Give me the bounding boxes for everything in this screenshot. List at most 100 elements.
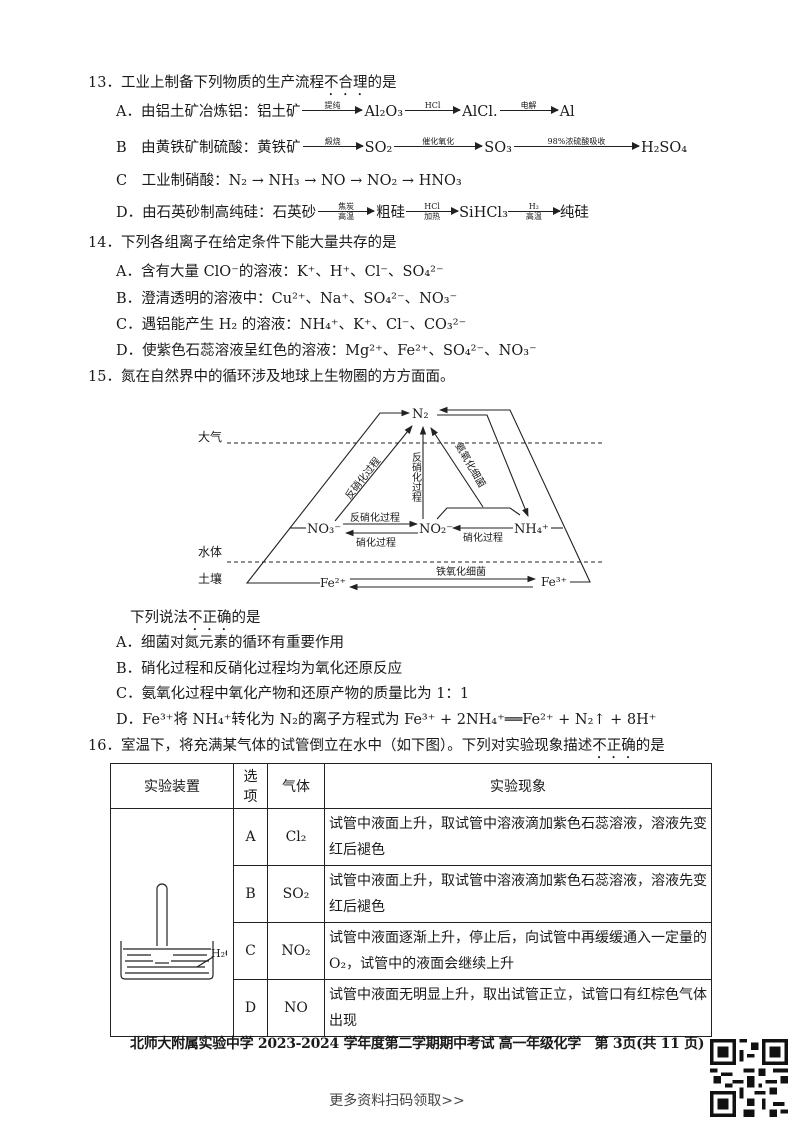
outer-right-arrow [438,406,591,583]
reaction-arrow: 98%浓硫酸吸收 [513,136,640,156]
qr-code[interactable] [710,1038,788,1118]
q16-emphasis: 不正确 [592,738,636,754]
q13-option-b: B 由黄铁矿制硫酸： 黄铁矿 煅烧 SO₂ 催化氧化 SO₃ 98%浓硫酸吸收 … [116,136,688,158]
reaction-arrow: HCl [405,100,462,120]
q13-stem: 13．工业上制备下列物质的生产流程不合理的是 [88,73,396,99]
label-nitrification-left: 硝化过程 [356,536,396,549]
species: 纯硅 [559,205,589,221]
q14-option-c: C．遇铝能产生 H₂ 的溶液：NH₄⁺、K⁺、Cl⁻、CO₃²⁻ [116,317,467,333]
no3-to-n2-arrow [334,425,413,522]
label-nitrification-right: 硝化过程 [463,531,503,544]
table-row: B SO₂ 试管中液面上升，取试管中溶液滴加紫色石蕊溶液，溶液先变红后褪色 [111,865,712,923]
species-n2: N₂ [412,407,429,422]
q13-option-a: A．由铝土矿冶炼铝： 铝土矿 提纯 Al₂O₃ HCl AlCl. 电解 Al [116,100,575,122]
arrow-condition: 焦炭 [338,201,355,211]
row-option: A [233,808,268,866]
q15-option-d: D．Fe³⁺将 NH₄⁺转化为 N₂的离子方程式为 Fe³⁺ + 2NH₄⁺══… [116,712,657,728]
species: 黄铁矿 [257,140,301,156]
row-phenomenon: 试管中液面无明显上升，取出试管正立，试管口有红棕色气体出现 [324,979,712,1037]
q15-option-a: A．细菌对氮元素的循环有重要作用 [116,635,344,651]
header-apparatus: 实验装置 [110,763,234,809]
q14-stem: 14．下列各组离子在给定条件下能大量共存的是 [88,235,397,251]
table-header-row: 实验装置 选项 气体 实验现象 [110,763,712,809]
species: SO₃ [484,140,512,156]
arrow-condition: 催化氧化 [422,136,455,146]
species: 石英砂 [272,205,317,221]
row-gas: Cl₂ [267,808,325,866]
sub-stem-end: 的是 [231,610,261,626]
label-denitrification-diagonal: 反硝化过程 [342,454,383,501]
row-option: B [233,865,268,923]
test-tube [156,882,168,946]
row-option: C [233,922,268,980]
label-denitrification-vertical: 反硝化过程 [410,452,422,502]
table-row: D NO 试管中液面无明显上升，取出试管正立，试管口有红棕色气体出现 [111,979,712,1037]
species-no2: NO₂⁻ [419,522,453,537]
label-soil: 土壤 [198,571,222,586]
page-footer: 北师大附属实验中学 2023-2024 学年度第二学期期中考试 高一年级化学 第… [130,1036,705,1052]
outer-left-arrow [245,409,411,584]
sub-stem-text: 下列说法 [130,610,188,626]
reaction-arrow: 电解 [499,100,559,120]
row-gas: NO₂ [267,922,325,980]
table-row: H₂O A Cl₂ 试管中液面上升，取试管中溶液滴加紫色石蕊溶液，溶液先变红后褪… [110,808,712,1037]
arrow-condition: 98%浓硫酸吸收 [547,136,606,146]
arrow-condition: HCl [424,201,440,211]
arrow-condition: 高温 [338,211,355,221]
q16-stem-text: 16．室温下，将充满某气体的试管倒立在水中（如下图）。下列对实验现象描述 [88,738,593,754]
species: Al₂O₃ [364,104,404,120]
species: Al [559,104,575,120]
arrow-condition: 电解 [520,100,537,110]
species-nh4: NH₄⁺ [514,522,549,537]
arrow-condition: HCl [424,100,441,110]
q15-option-b: B．硝化过程和反硝化过程均为氧化还原反应 [116,661,403,677]
apparatus-cell: H₂O [110,808,234,1037]
arrow-condition: 加热 [424,211,441,221]
header-option: 选项 [233,763,268,809]
option-label: A．由铝土矿冶炼铝： [116,104,257,120]
q15-emphasis: 不正确 [188,610,232,626]
species: 粗硅 [376,205,406,221]
species-fe2: Fe²⁺ [320,576,346,590]
species-fe3: Fe³⁺ [541,575,567,589]
reaction-arrow: 催化氧化 [394,136,484,156]
q16-table: 实验装置 选项 气体 实验现象 H₂O A Cl₂ [110,763,712,1037]
q13-stem-text: 13．工业上制备下列物质的生产流程 [88,75,324,91]
label-denitrification-horizontal: 反硝化过程 [350,511,400,524]
q14-option-b: B．澄清透明的溶液中：Cu²⁺、Na⁺、SO₄²⁻、NO₃⁻ [116,291,458,307]
q14-option-a: A．含有大量 ClO⁻的溶液：K⁺、H⁺、Cl⁻、SO₄²⁻ [116,264,444,280]
q16-stem: 16．室温下，将充满某气体的试管倒立在水中（如下图）。下列对实验现象描述不正确的… [88,736,665,762]
reaction-arrow: 提纯 [302,101,364,120]
q13-option-c: C 工业制硝酸：N₂ → NH₃ → NO → NO₂ → HNO₃ [116,171,462,191]
option-label: B 由黄铁矿制硫酸： [116,140,258,156]
row-gas: NO [267,979,325,1037]
nitrogen-cycle-diagram: 大气 水体 土壤 N₂ NO₃⁻ NO₂⁻ NH₄⁺ Fe²⁺ Fe³⁺ 反硝化… [198,406,603,591]
anammox-bracket [436,507,521,520]
species: SO₂ [364,140,393,156]
q13-stem-end: 的是 [367,75,397,91]
more-materials-link[interactable]: 更多资料扫码领取>> [329,1093,465,1109]
water-trough [120,940,214,980]
species: H₂SO₄ [640,140,688,156]
species-no3: NO₃⁻ [307,522,341,537]
reaction-arrow: 焦炭高温 [318,201,376,221]
q15-sub-stem: 下列说法不正确的是 [130,608,261,634]
arrow-condition: 煅烧 [324,136,341,146]
row-phenomenon: 试管中液面逐渐上升，停止后，向试管中再缓缓通入一定量的 O₂，试管中的液面会继续… [324,922,712,980]
row-phenomenon: 试管中液面上升，取试管中溶液滴加紫色石蕊溶液，溶液先变红后褪色 [324,865,712,923]
arrow-condition: 高温 [525,211,542,221]
q15-stem: 15．氮在自然界中的循环涉及地球上生物圈的方方面面。 [88,369,455,385]
header-phenomenon: 实验现象 [324,763,712,809]
option-label: C 工业制硝酸： [116,173,229,189]
label-atmosphere: 大气 [198,429,222,444]
species: SiHCl₃ [459,205,508,221]
species: 铝土矿 [256,104,301,120]
q15-option-c: C．氨氧化过程中氧化产物和还原产物的质量比为 1：1 [116,686,470,702]
reaction-chain: N₂ → NH₃ → NO → NO₂ → HNO₃ [228,173,462,189]
inverted-test-tube-figure: H₂O [120,882,234,980]
q14-option-d: D．使紫色石蕊溶液呈红色的溶液：Mg²⁺、Fe²⁺、SO₄²⁻、NO₃⁻ [116,343,537,359]
n2-to-nh4-arrow [437,414,529,518]
